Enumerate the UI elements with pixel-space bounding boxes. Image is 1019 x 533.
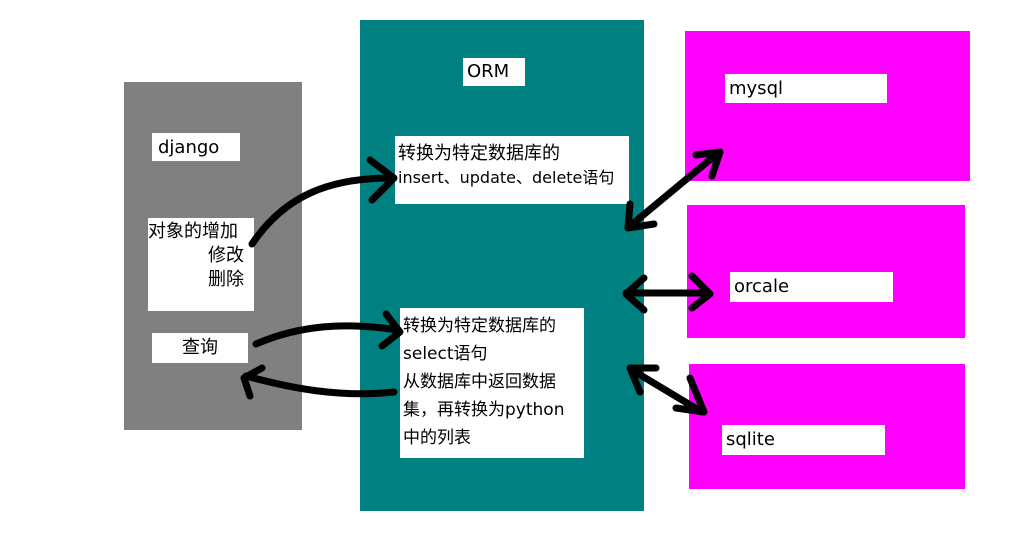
arrowhead-orm-write [366,156,398,204]
arrowhead-orm-orcale-end [622,274,648,314]
arrow-orm-sqlite [628,366,706,416]
db-panel-orcale [687,205,965,338]
django-write-ops: 对象的增加 修改 删除 [148,218,254,311]
arrow-orm-mysql [626,149,722,230]
arrowhead-orcale-end [688,272,714,312]
convert-read-line-1: 转换为特定数据库的 [403,316,556,336]
django-title: django [152,133,240,161]
arrow-orm-to-django [242,372,398,398]
arrowhead-django-result [240,364,266,400]
db-label-mysql: mysql [725,74,887,103]
convert-read-line-4: 集，再转换为python [403,400,565,420]
db-panel-mysql [685,31,970,181]
convert-read-line-3: 从数据库中返回数据 [403,372,556,392]
arrowhead-orm-sqlite-end [626,364,660,396]
orm-convert-write: 转换为特定数据库的 insert、update、delete语句 [395,136,629,204]
arrow-django-to-orm-write [248,174,396,248]
arrow-query-to-orm [252,322,402,348]
op-update: 修改 [208,245,244,266]
orm-convert-read: 转换为特定数据库的 select语句 从数据库中返回数据 集，再转换为pytho… [400,308,584,458]
arrowhead-orm-mysql-end [624,200,658,232]
arrowhead-sqlite-end [672,374,708,416]
arrowhead-orm-query [378,310,404,350]
op-delete: 删除 [208,269,244,290]
db-label-orcale: orcale [730,272,893,302]
convert-write-line-1: 转换为特定数据库的 [398,143,560,164]
convert-read-line-2: select语句 [403,344,488,364]
op-create: 对象的增加 [148,221,238,242]
django-query: 查询 [152,333,248,363]
orm-title: ORM [463,58,525,86]
convert-read-line-5: 中的列表 [403,428,471,448]
arrowhead-mysql-end [692,148,724,180]
db-label-sqlite: sqlite [722,425,885,455]
convert-write-line-2: insert、update、delete语句 [398,168,615,187]
